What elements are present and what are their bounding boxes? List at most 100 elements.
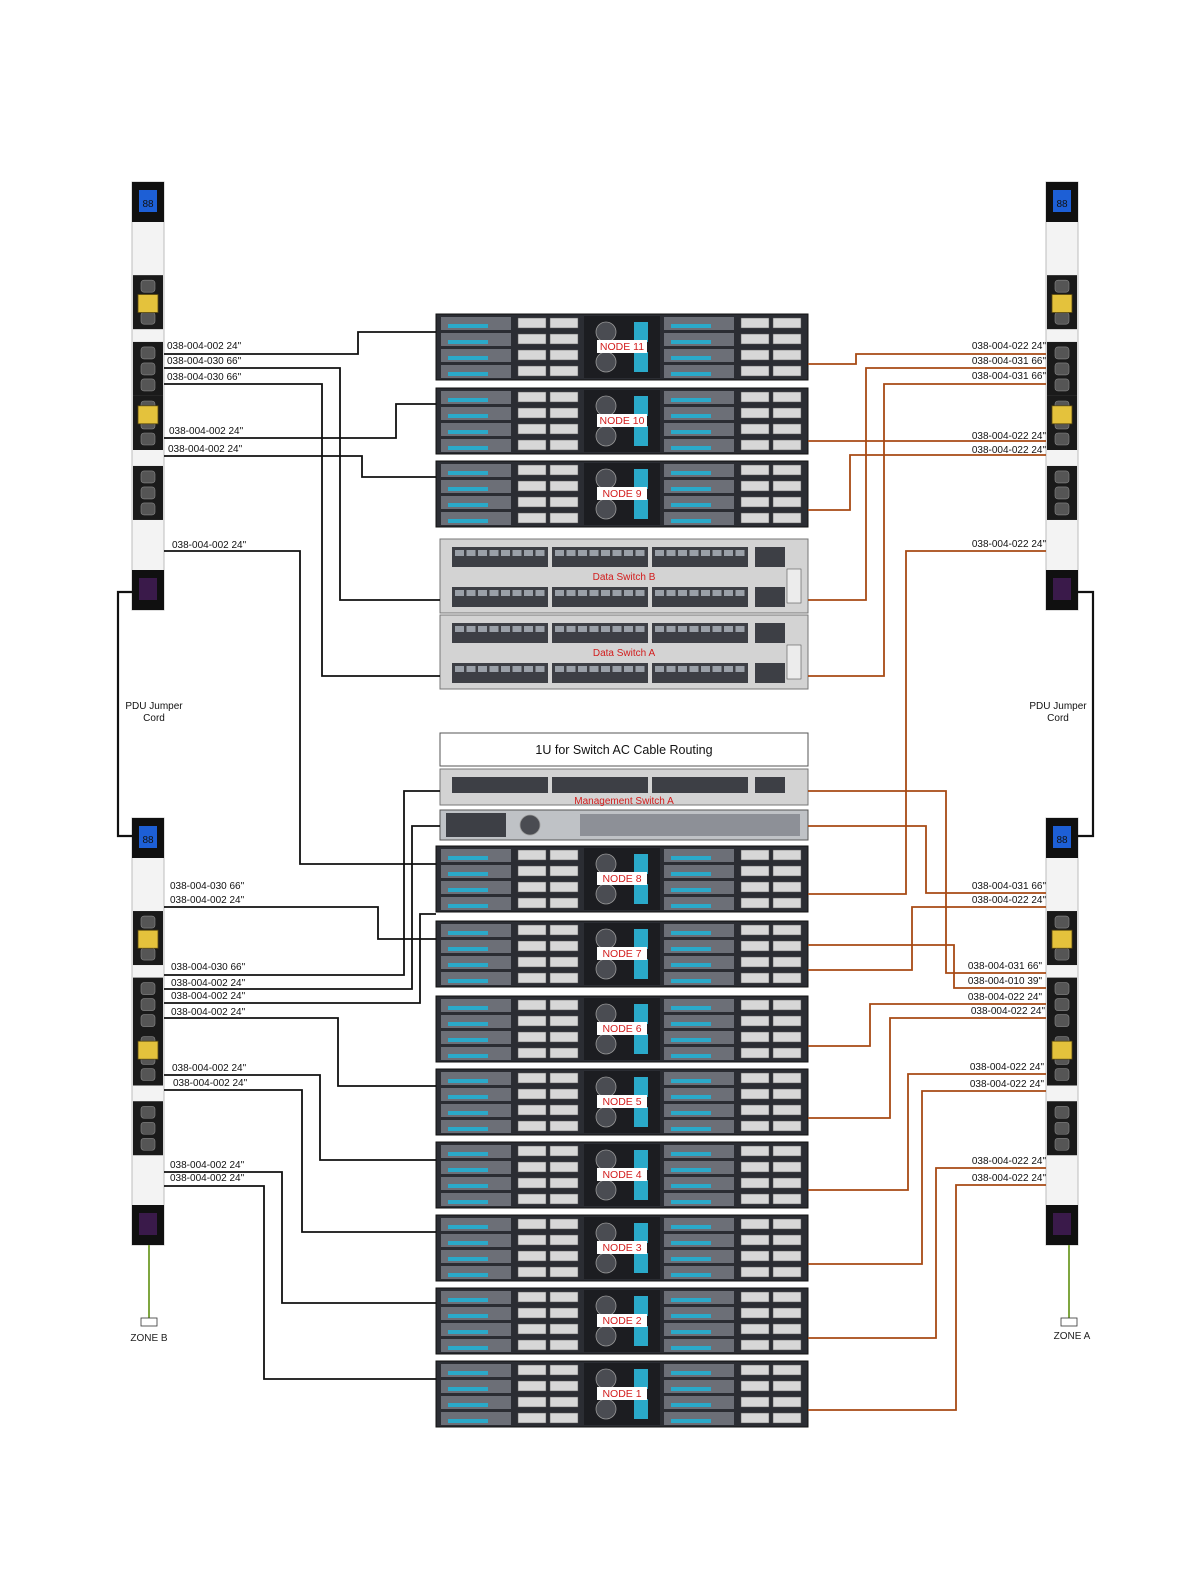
fan-icon [595,1149,617,1171]
server-slot-highlight [671,1387,711,1391]
switch-port [578,666,587,672]
server-port [740,1234,770,1246]
server-port [549,1307,579,1319]
routing-label: 1U for Switch AC Cable Routing [535,743,712,757]
power-cable-right [808,550,1046,895]
pdu-outlet [140,502,156,516]
pdu-bottom-screen [139,1213,157,1235]
server-port-bank [441,1104,511,1117]
server-port-bank [664,1323,734,1336]
server-slot-highlight [448,1298,488,1302]
switch-port [535,626,545,632]
server-port [740,1104,770,1116]
server-slot-highlight [671,1225,711,1229]
server-node: NODE 7 [435,920,809,988]
server-port [517,1031,547,1043]
power-cable-left [164,367,440,601]
switch-port [701,666,710,672]
routing-box [439,732,809,767]
node-label: NODE 4 [602,1169,641,1181]
switch-port [701,626,710,632]
pdu-outlet [1054,1105,1070,1119]
server-slot-highlight [448,904,488,908]
pdu-outlet [140,915,156,929]
pdu-breaker [1051,929,1073,949]
server-port [549,512,579,524]
switch-port [501,590,510,596]
server-port [740,365,770,377]
server-port-bank [664,333,734,346]
switch-port [589,550,599,556]
fan-icon [595,1368,617,1390]
pdu-outlet [1054,1014,1070,1027]
server-port-bank [441,1250,511,1263]
node-label-bg [597,340,647,353]
switch-port [535,666,545,672]
server-port [517,1072,547,1084]
server-slot-highlight [671,1200,711,1204]
server-port-bank [664,480,734,493]
server-port-bank [664,512,734,525]
switch-port [524,590,533,596]
server-port [772,1380,802,1392]
server-port-bank [441,1291,511,1304]
pdu-outlet [140,1068,156,1081]
server-slot-highlight [448,324,488,328]
switch-port [666,550,676,556]
server-slot-highlight [448,487,488,491]
server-port [549,1104,579,1116]
server-slot-highlight [448,947,488,951]
server-port [740,865,770,877]
server-port [549,423,579,435]
server-port-bank [664,1234,734,1247]
jumper-label-right-1: PDU Jumper [1029,701,1087,712]
pdu-bottom-screen [1053,578,1071,600]
switch-port [624,550,633,556]
server-slot-highlight [448,1127,488,1131]
pdu-outlet [140,470,156,484]
server-slot-highlight [448,1111,488,1115]
node-label: NODE 3 [602,1242,641,1254]
server-port-bank [441,1145,511,1158]
server-port [517,1339,547,1351]
server-port [517,317,547,329]
switch-port [489,550,499,556]
server-port [517,940,547,952]
server-port-bank [664,464,734,477]
server-slot-highlight [671,1371,711,1375]
server-port [549,439,579,451]
cable-routing-panel: 1U for Switch AC Cable Routing [439,732,809,767]
fan-icon [595,883,617,905]
node-label: NODE 2 [602,1315,641,1327]
switch-port-bank [552,623,648,643]
switch-port [466,550,476,556]
pdu-display-screen [139,826,157,848]
server-slot-highlight [448,1403,488,1407]
server-port [517,1218,547,1230]
server-slot-highlight [671,1314,711,1318]
switch-port [689,590,699,596]
switch-port [524,626,533,632]
server-port [517,496,547,508]
server-port-bank [441,1072,511,1085]
server-slot-highlight [671,414,711,418]
server-port [772,512,802,524]
server-port-bank [441,999,511,1012]
switch-port [724,666,733,672]
pdu-outlet [1054,1068,1070,1081]
switch-uplink [755,587,785,607]
server-slot-highlight [671,904,711,908]
server-port [772,940,802,952]
pdu-display-screen [1053,826,1071,848]
server-slot-highlight [671,446,711,450]
server-port [517,1088,547,1100]
server-port [549,1088,579,1100]
switch-port-bank [452,777,548,793]
fan-icon [595,395,617,417]
psu-handle [634,1180,648,1200]
server-port [772,1177,802,1189]
switch-port [635,590,645,596]
server-port [549,1161,579,1173]
server-port-bank [664,1031,734,1044]
pdu-outlet [1054,378,1070,392]
